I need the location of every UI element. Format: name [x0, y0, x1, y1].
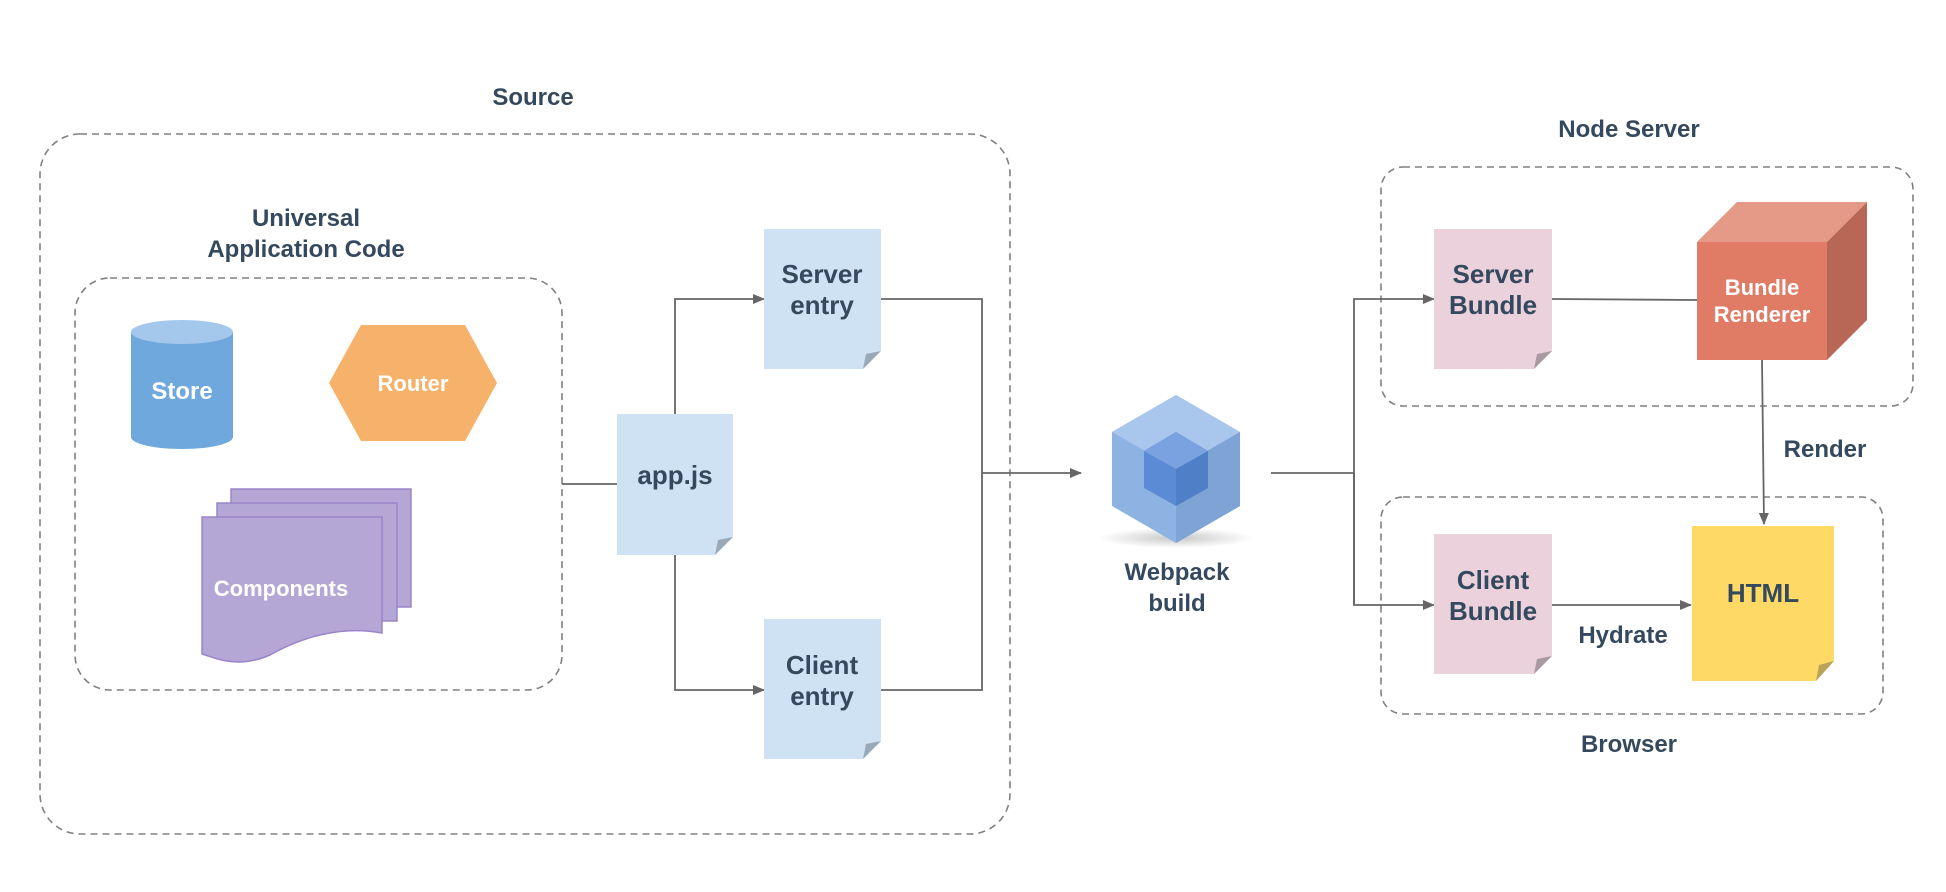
bundle-renderer-label-line2: Renderer — [1714, 302, 1811, 327]
edge-client-bundle-to-html: Hydrate — [1552, 600, 1692, 649]
client-bundle-document-icon — [1434, 534, 1552, 674]
server-bundle-document-icon — [1434, 229, 1552, 369]
edge-renderer-to-html: Render — [1758, 359, 1867, 525]
universal-code-title-line1: Universal — [252, 205, 360, 232]
webpack-logo-icon — [1112, 395, 1240, 543]
bundle-renderer-label-line1: Bundle — [1725, 275, 1800, 300]
html-label: HTML — [1727, 578, 1799, 608]
appjs-node: app.js — [617, 414, 733, 555]
server-entry-node: Server entry — [764, 229, 881, 369]
html-node: HTML — [1692, 526, 1834, 681]
render-label: Render — [1784, 436, 1867, 463]
source-title: Source — [492, 84, 573, 111]
store-node: Store — [131, 320, 233, 449]
edge-entries-to-webpack — [881, 298, 1082, 691]
node-server-region — [1380, 166, 1914, 407]
server-bundle-node: Server Bundle — [1434, 229, 1552, 369]
hydrate-label: Hydrate — [1578, 622, 1667, 649]
components-label: Components — [214, 576, 348, 601]
components-node: Components — [201, 488, 412, 663]
bundle-renderer-node: Bundle Renderer — [1697, 202, 1867, 360]
server-entry-label-line1: Server — [782, 259, 863, 289]
html-document-icon — [1692, 526, 1834, 681]
webpack-label-line1: Webpack — [1125, 559, 1231, 586]
server-bundle-label-line1: Server — [1453, 259, 1534, 289]
edge-server-bundle-to-renderer — [1551, 298, 1698, 301]
client-entry-label-line1: Client — [786, 650, 859, 680]
source-region — [39, 133, 1011, 835]
browser-title: Browser — [1581, 731, 1677, 758]
server-bundle-label-line2: Bundle — [1449, 290, 1537, 320]
edge-webpack-to-bundles — [1271, 294, 1435, 610]
webpack-label-line2: build — [1148, 590, 1205, 617]
server-entry-label-line2: entry — [790, 290, 854, 320]
edge-appjs-to-server-entry — [674, 294, 765, 414]
store-label: Store — [151, 378, 212, 405]
edge-appjs-to-client-entry — [674, 555, 765, 695]
appjs-document-icon — [617, 414, 733, 555]
client-bundle-label-line2: Bundle — [1449, 596, 1537, 626]
webpack-node: Webpack build — [1098, 395, 1254, 617]
appjs-label: app.js — [637, 460, 712, 490]
server-entry-document-icon — [764, 229, 881, 369]
client-entry-document-icon — [764, 619, 881, 759]
router-label: Router — [378, 371, 449, 396]
universal-code-title-line2: Application Code — [207, 236, 404, 263]
node-server-title: Node Server — [1558, 116, 1699, 143]
bundle-renderer-cube-icon — [1697, 202, 1867, 360]
components-stack-icon — [201, 516, 383, 663]
client-bundle-node: Client Bundle — [1434, 534, 1552, 674]
client-bundle-label-line1: Client — [1457, 565, 1530, 595]
client-entry-node: Client entry — [764, 619, 881, 759]
client-entry-label-line2: entry — [790, 681, 854, 711]
router-hexagon-icon — [329, 325, 497, 441]
router-node: Router — [329, 325, 497, 441]
store-cylinder-icon — [131, 332, 233, 449]
